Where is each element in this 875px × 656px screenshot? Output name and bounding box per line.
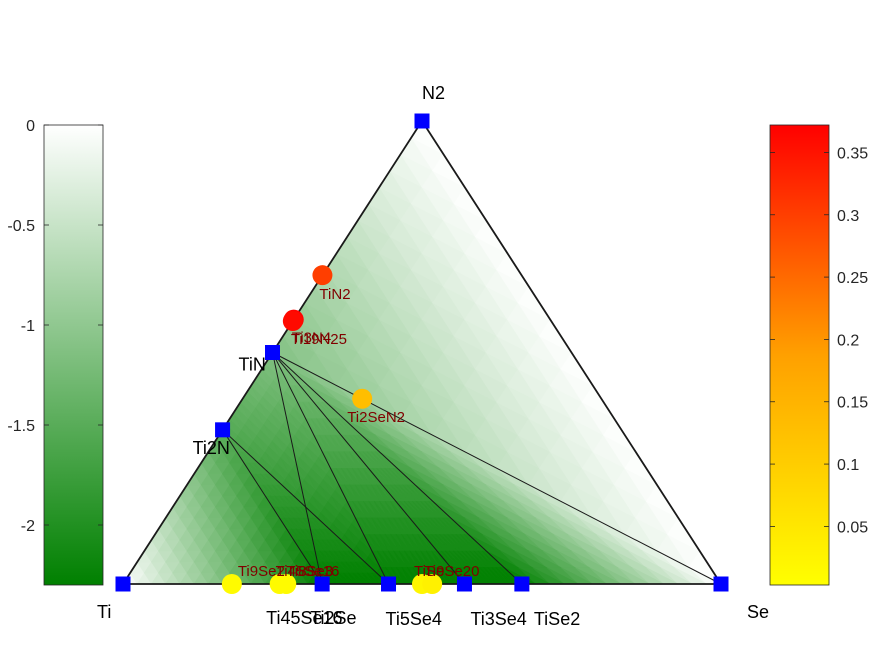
triangle-energy-shading — [122, 120, 722, 585]
tie-line — [222, 429, 389, 585]
right-colorbar-ticks: 0.35 0.3 0.25 0.2 0.15 0.1 0.05 — [770, 145, 868, 536]
stable-phase-marker — [215, 422, 231, 438]
tie-line — [272, 352, 722, 585]
stable-phase-marker — [381, 576, 397, 592]
stable-phase-label: Ti5Se4 — [386, 609, 442, 629]
unstable-phase-markers — [221, 265, 443, 594]
unstable-phase-marker — [312, 265, 333, 286]
hull-tie-lines — [222, 352, 722, 585]
right-colorbar-gradient — [769, 124, 830, 586]
stable-phase-label: TiSe2 — [534, 609, 580, 629]
stable-phase-label: Ti2Se — [310, 608, 356, 628]
unstable-phase-label: Ti45Se16 — [276, 563, 340, 580]
left-colorbar-ticks: 0 -0.5 -1 -1.5 -2 — [7, 118, 103, 535]
stable-phase-marker — [115, 576, 131, 592]
unstable-phase-marker — [352, 388, 373, 409]
right-colorbar-tick-label: 0.15 — [837, 395, 868, 412]
unstable-phase-marker — [282, 311, 303, 332]
overlap-phase-label: Ti8Se3 — [286, 563, 333, 580]
tie-line — [272, 352, 523, 585]
unstable-phase-label: Ti3N4 — [292, 330, 331, 347]
stable-phase-marker — [414, 113, 430, 129]
stable-phase-label: Se — [747, 602, 769, 622]
unstable-phase-label: Ti19N25 — [291, 331, 347, 348]
stable-phase-marker — [314, 576, 330, 592]
unstable-phase-marker — [221, 574, 242, 594]
unstable-phase-marker — [269, 574, 290, 594]
right-colorbar-tick-label: 0.35 — [837, 145, 868, 162]
tie-line — [272, 352, 389, 585]
left-colorbar-tick-label: -0.5 — [7, 218, 35, 235]
stable-phase-label: TiN — [239, 355, 266, 375]
right-colorbar-tick-label: 0.2 — [837, 332, 859, 349]
right-colorbar-tick-label: 0.3 — [837, 208, 859, 225]
stable-phase-marker — [514, 576, 530, 592]
unstable-phase-label: TiN2 — [319, 286, 350, 303]
stable-phase-marker — [456, 576, 472, 592]
tie-line — [272, 352, 323, 585]
unstable-phase-label: Ti9Se20 — [424, 563, 479, 580]
left-colorbar-gradient — [43, 124, 104, 586]
unstable-phase-label: Ti2SeN2 — [347, 409, 405, 426]
right-colorbar: 0.35 0.3 0.25 0.2 0.15 0.1 0.05 — [769, 124, 868, 586]
left-colorbar: 0 -0.5 -1 -1.5 -2 — [7, 118, 104, 586]
left-colorbar-tick-label: -1.5 — [7, 418, 35, 435]
stable-phase-marker — [265, 345, 280, 360]
stable-phase-label: Ti3Se4 — [470, 609, 526, 629]
unstable-phase-label: TiSe — [414, 563, 444, 580]
unstable-phase-label: Ti8Se3 — [286, 563, 333, 580]
left-colorbar-tick-label: 0 — [26, 118, 35, 135]
right-colorbar-tick-label: 0.05 — [837, 519, 868, 536]
stable-phase-label: N2 — [422, 83, 445, 103]
tie-line — [272, 352, 465, 585]
right-colorbar-tick-label: 0.1 — [837, 457, 859, 474]
right-colorbar-tick-label: 0.25 — [837, 270, 868, 287]
left-colorbar-tick-label: -1 — [21, 318, 35, 335]
left-colorbar-tick-label: -2 — [21, 518, 35, 535]
stable-phase-markers — [115, 113, 729, 592]
unstable-phase-label: Ti9Se2 — [238, 563, 285, 580]
tie-line — [222, 429, 323, 585]
overlap-phase-label: Ti45Se16 — [266, 608, 342, 628]
unstable-phase-marker — [422, 574, 443, 594]
stable-phase-marker — [713, 576, 729, 592]
stable-phase-label: Ti2N — [193, 438, 230, 458]
stable-phase-label: Ti — [97, 602, 111, 622]
